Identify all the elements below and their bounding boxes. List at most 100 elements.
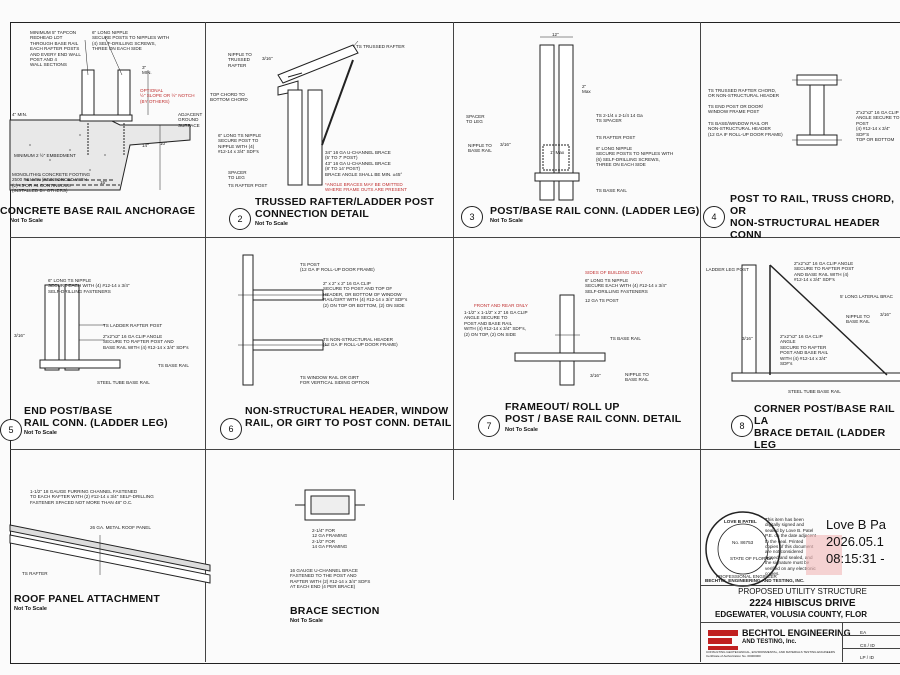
detail6-number: 6 (220, 418, 242, 440)
detail2-note-topchord: TOP CHORD TO BOTTOM CHORD (210, 92, 248, 103)
detail2-note-truss: TS TRUSSED RAFTER (356, 44, 405, 49)
post-to-rail-drawing (792, 74, 842, 146)
engineer-seal (705, 511, 781, 587)
detail5-note-clip: 2"x2"x2" 16 GA CLIP ANGLE SECURE TO RAFT… (103, 334, 189, 350)
detail7-note-post: 12 GA TS POST (585, 298, 619, 303)
detail6-note-header: TS NON-STRUCTURAL HEADER (12 GA IF ROLL-… (323, 337, 398, 348)
detail3-note-spacer: SPACER TO LEG (466, 114, 485, 125)
detail7-title: FRAMEOUT/ ROLL UP POST / BASE RAIL CONN.… (505, 401, 682, 425)
detail1-note-embedment: MINIMUM 2 ½" EMBEDMENT (14, 153, 76, 158)
detail1-note-nipple: 6" LONG NIPPLE SECURE POSTS TO NIPPLES W… (92, 30, 170, 52)
detail8-note-clip-bottom: 2"x2"x2" 16 GA CLIP ANGLE SECURE TO RAFT… (780, 334, 829, 367)
detail1-scale: Not To Scale (10, 218, 43, 224)
detail5-scale: Not To Scale (24, 430, 57, 436)
company-tagline: CONSULTING GEOTECHNICAL, ENVIRONMENTAL, … (706, 650, 835, 658)
detail3-number: 3 (461, 206, 483, 228)
detail4-note-baserail: TS BASE/WINDOW RAIL OR NON-STRUCTURAL HE… (708, 121, 783, 137)
company-name: BECHTOL ENGINEERING (742, 628, 851, 638)
header-girt-drawing (238, 254, 328, 386)
detail3-note-spacer-ts: TS 2-1/4 x 2-1/4 14 Ga TS SPACER (596, 113, 643, 124)
detail3-scale: Not To Scale (490, 218, 523, 224)
detail3-note-nipple: NIPPLE TO BASE RAIL (468, 143, 492, 154)
detail8-note-nipple-r: NIPPLE TO BASE RAIL (846, 314, 870, 325)
detail1-dim-15: 15" (100, 180, 107, 185)
detail1-note-min: 3" MIN. (142, 65, 152, 76)
detail2-note-nipple: NIPPLE TO TRUSSED RAFTER (228, 52, 252, 68)
detail7-note-baserail: TS BASE RAIL (610, 336, 641, 341)
detail8-title: CORNER POST/BASE RAIL LA BRACE DETAIL (L… (754, 403, 895, 451)
detail3-weld: 3/16" (500, 142, 511, 147)
detail1-dim-14: 14" (142, 143, 149, 148)
detail3-note-secure: 6" LONG NIPPLE SECURE POSTS TO NIPPLES W… (596, 146, 674, 168)
detail2-title: TRUSSED RAFTER/LADDER POST CONNECTION DE… (255, 196, 435, 220)
detail7-scale: Not To Scale (505, 427, 538, 433)
corner-brace-drawing (731, 264, 900, 382)
project-label: PROPOSED UTILITY STRUCTURE (738, 587, 867, 596)
detail4-title: POST TO RAIL, TRUSS CHORD, OR NON-STRUCT… (730, 193, 895, 241)
end-post-drawing (39, 284, 121, 371)
brace-note-channel: 16 GAUGE U-CHANNEL BRACE FASTENED TO THE… (290, 568, 371, 590)
project-city: EDGEWATER, VOLUSIA COUNTY, FLOR (715, 610, 868, 619)
detail3-dim-2max: 2" Max (582, 84, 591, 95)
detail6-title: NON-STRUCTURAL HEADER, WINDOW RAIL, OR G… (245, 405, 452, 429)
tb-divider (700, 585, 900, 586)
detail4-note-chord: TS TRUSSED RAFTER CHORD, OR NON-STRUCTUR… (708, 88, 780, 99)
post-base-rail-drawing (534, 36, 580, 201)
detail1-title: CONCRETE BASE RAIL ANCHORAGE (0, 205, 196, 217)
seal-name: LOVE B PATEL (724, 519, 757, 524)
brace-section-drawing (295, 489, 365, 521)
roof-scale: Not To Scale (14, 606, 47, 612)
detail2-scale: Not To Scale (255, 221, 288, 227)
company-sub: AND TESTING, Inc. (742, 639, 797, 645)
detail1-dim-4min: 4" MIN. (12, 112, 28, 117)
seal-state: STATE OF FLORIDA (730, 556, 773, 561)
rev-row-2: CS / ID (860, 643, 875, 648)
detail8-weld-right: 3/16" (880, 312, 891, 317)
detail3-title: POST/BASE RAIL CONN. (LADDER LEG) (490, 205, 700, 217)
detail1-note-footing: MONOLITHIC CONCRETE FOOTING 2500 PSI MIN… (12, 172, 91, 194)
detail8-note-steel: STEEL TUBE BASE RAIL (788, 389, 841, 394)
detail8-note-lateral: 5' LONG LATERAL BRAC (840, 294, 893, 299)
detail3-dim-1max: 1" Max (550, 150, 565, 155)
detail8-number: 8 (731, 415, 753, 437)
detail2-note-tsnipple: 6" LONG TS NIPPLE SECURE POST TO NIPPLE … (218, 133, 262, 155)
company-logo (708, 630, 738, 650)
detail2-note-spacer: SPACER TO LEG (228, 170, 247, 181)
project-address: 2224 HIBISCUS DRIVE (749, 598, 856, 609)
detail2-note-post: TS RAFTER POST (228, 183, 268, 188)
detail2-note-omit: *ANGLE BRACES MAY BE OMITTED WHERE FRAME… (325, 182, 407, 193)
tb-divider (842, 648, 900, 649)
grid-line (10, 237, 900, 238)
trussed-rafter-drawing (277, 40, 359, 186)
detail8-note-leg: LADDER LEG POST (706, 267, 749, 272)
grid-line (205, 22, 206, 662)
signature-stamp-mark (806, 535, 842, 575)
detail7-weld: 3/16" (590, 373, 601, 378)
grid-line (700, 449, 900, 450)
roof-panel-drawing (9, 524, 211, 584)
detail6-note-clip: 2" x 2" x 2" 16 GA CLIP SECURE TO POST A… (323, 281, 408, 308)
detail8-weld-left: 3/16" (742, 336, 753, 341)
detail5-weld: 3/16" (14, 333, 25, 338)
detail4-number: 4 (703, 206, 725, 228)
tb-divider (842, 622, 843, 662)
detail5-number: 5 (0, 419, 22, 441)
seal-company: BECHTOL ENGINEERING AND TESTING, INC. (705, 578, 805, 583)
detail4-note-endpost: TS END POST OR DOOR/ WINDOW FRAME POST (708, 104, 764, 115)
frameout-drawing (514, 294, 606, 386)
detail7-note-nipple: 6" LONG TS NIPPLE SECURE EACH WITH (4) #… (585, 278, 667, 294)
detail6-note-window: TS WINDOW RAIL OR GIRT FOR VERTICAL SIDI… (300, 375, 370, 386)
seal-pro: PROFESSIONAL ENGINEER (716, 574, 777, 579)
detail2-note-brace: 34" 16 GA U-CHANNEL BRACE (5' TO 7' POST… (325, 150, 403, 177)
sheet-border (10, 22, 900, 664)
detail7-note-clip: 1-1/2" x 1-1/2" x 2" 16 GA CLIP ANGLE SE… (464, 310, 528, 337)
roof-note-panel: 26 GA. METAL ROOF PANEL (90, 525, 151, 530)
detail1-note-optional: OPTIONAL ½" SLOPE OR ½" NOTCH (BY OTHERS… (140, 88, 195, 104)
tb-divider (842, 635, 900, 636)
detail4-note-clip: 2"x2"x2" 16 GA CLIP ANGLE SECURE TO POST… (856, 110, 900, 143)
seal-license: No. 86753 (732, 540, 754, 545)
detail1-note-ground: ADJACENT GROUND SURFACE (178, 112, 203, 128)
concrete-anchorage-drawing (9, 36, 191, 191)
detail6-note-post: TS POST (12 GA IF ROLL-UP DOOR FRAME) (300, 262, 375, 273)
